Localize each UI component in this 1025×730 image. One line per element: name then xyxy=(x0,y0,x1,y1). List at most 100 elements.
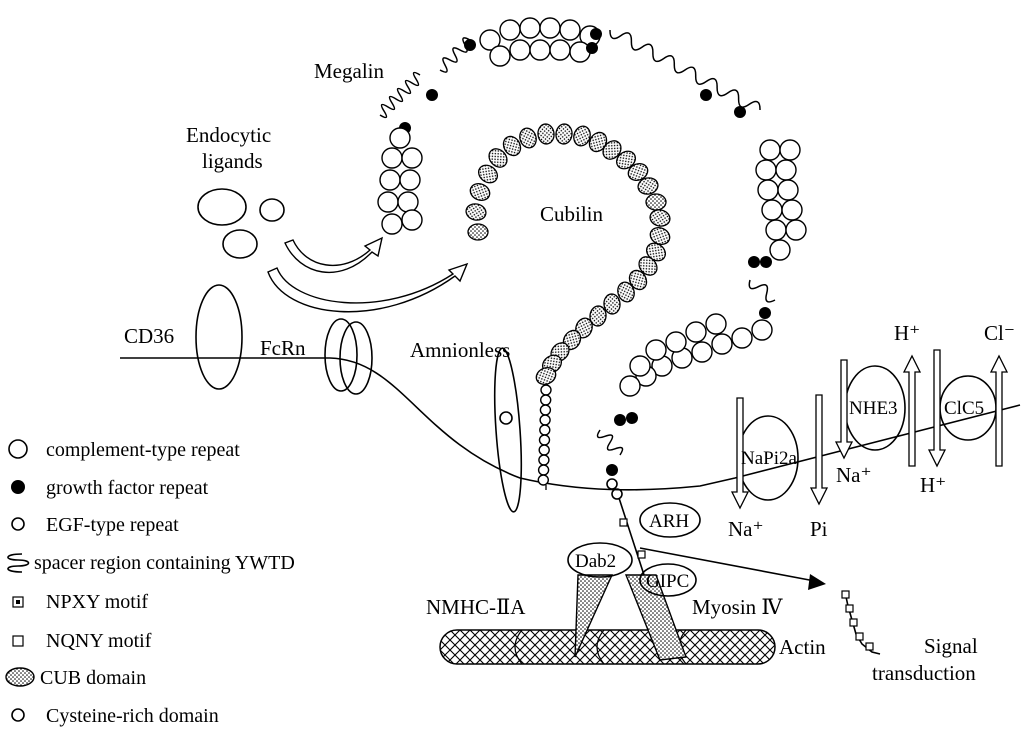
amnionless-protein xyxy=(490,347,525,512)
egf-repeat xyxy=(541,395,551,405)
complement-repeat xyxy=(770,240,790,260)
complement-repeat xyxy=(400,170,420,190)
h-plus-bottom-label: H⁺ xyxy=(920,473,946,497)
growth-factor-repeat xyxy=(760,256,772,268)
spacer-region xyxy=(749,280,775,302)
cub-domain xyxy=(555,123,573,145)
signal-label-1: Signal xyxy=(924,634,978,658)
signal-label-2: transduction xyxy=(872,661,976,685)
egf-repeat xyxy=(540,435,550,445)
growth-factor-repeat xyxy=(614,414,626,426)
legend-cysteine-symbol xyxy=(12,709,24,721)
legend-nqny-symbol xyxy=(13,636,23,646)
complement-repeat xyxy=(630,356,650,376)
plasma-membrane xyxy=(120,358,1020,490)
complement-repeat xyxy=(762,200,782,220)
legend-egf-symbol xyxy=(12,518,24,530)
legend-egf-text: EGF-type repeat xyxy=(46,514,179,536)
growth-factor-repeat xyxy=(700,89,712,101)
growth-factor-repeat xyxy=(759,307,771,319)
myosin-label: Myosin Ⅳ xyxy=(692,595,783,619)
legend-growth-factor-text: growth factor repeat xyxy=(46,477,209,499)
complement-repeat xyxy=(666,332,686,352)
pi-label: Pi xyxy=(810,517,828,541)
complement-repeat xyxy=(510,40,530,60)
na-plus-right-label: Na⁺ xyxy=(836,463,872,487)
clc5-label: ClC5 xyxy=(944,398,984,419)
growth-factor-repeat xyxy=(606,464,618,476)
complement-repeat xyxy=(500,20,520,40)
cubilin-label: Cubilin xyxy=(540,202,604,226)
endocytic-ligands xyxy=(198,189,284,258)
endocytic-ligands-label-1: Endocytic xyxy=(186,123,271,147)
complement-repeat xyxy=(712,334,732,354)
complement-repeat xyxy=(378,192,398,212)
cub-domain xyxy=(465,202,488,222)
spacer-region xyxy=(380,73,420,118)
growth-factor-repeat xyxy=(586,42,598,54)
arh-label: ARH xyxy=(649,511,689,532)
spacer-region xyxy=(597,430,622,455)
ligand-arrows xyxy=(268,238,467,312)
complement-repeat xyxy=(776,160,796,180)
egf-repeat xyxy=(540,415,550,425)
complement-repeat xyxy=(560,20,580,40)
spacer-region xyxy=(610,30,760,110)
complement-repeat xyxy=(780,140,800,160)
complement-repeat xyxy=(758,180,778,200)
egf-repeat xyxy=(540,425,550,435)
fcrn-label: FcRn xyxy=(260,336,306,360)
complement-repeat xyxy=(786,220,806,240)
legend-spacer-symbol xyxy=(8,554,29,572)
legend: complement-type repeat growth factor rep… xyxy=(6,439,295,727)
growth-factor-repeat xyxy=(734,106,746,118)
complement-repeat xyxy=(766,220,786,240)
cub-domain xyxy=(646,194,666,210)
complement-repeat xyxy=(760,140,780,160)
complement-repeat xyxy=(540,18,560,38)
legend-cub-symbol xyxy=(6,668,34,686)
legend-npxy-text: NPXY motif xyxy=(46,591,148,613)
growth-factor-repeat xyxy=(626,412,638,424)
signal-fragment xyxy=(842,591,880,654)
complement-repeat xyxy=(686,322,706,342)
cd36-label: CD36 xyxy=(124,324,174,348)
legend-cysteine-text: Cysteine-rich domain xyxy=(46,705,219,727)
complement-repeat xyxy=(732,328,752,348)
legend-growth-factor-symbol xyxy=(11,480,25,494)
megalin-label: Megalin xyxy=(314,59,384,83)
actin-filament xyxy=(440,630,775,664)
complement-repeat xyxy=(402,210,422,230)
cubilin-stalk xyxy=(538,385,551,490)
nmhc-label: NMHC-ⅡA xyxy=(426,595,526,619)
egf-repeat xyxy=(538,475,548,485)
egf-repeat xyxy=(539,455,549,465)
napi2a-label: NaPi2a xyxy=(741,448,798,469)
amnionless-label: Amnionless xyxy=(410,338,510,362)
complement-repeat xyxy=(490,46,510,66)
complement-repeat xyxy=(380,170,400,190)
egf-repeat xyxy=(539,465,549,475)
egf-repeat xyxy=(540,405,550,415)
complement-repeat xyxy=(382,148,402,168)
complement-repeat xyxy=(382,214,402,234)
h-plus-top-label: H⁺ xyxy=(894,321,920,345)
complement-repeat xyxy=(692,342,712,362)
legend-cub-text: CUB domain xyxy=(40,667,146,689)
cub-domain xyxy=(649,208,672,228)
complement-repeat xyxy=(646,340,666,360)
complement-repeat xyxy=(530,40,550,60)
complement-repeat xyxy=(550,40,570,60)
egf-repeat xyxy=(539,445,549,455)
nhe3-label: NHE3 xyxy=(849,398,898,419)
complement-repeat xyxy=(752,320,772,340)
endocytic-ligands-label-2: ligands xyxy=(202,149,263,173)
complement-repeat xyxy=(520,18,540,38)
cd36-receptor xyxy=(196,285,242,389)
growth-factor-repeat xyxy=(590,28,602,40)
complement-repeat xyxy=(706,314,726,334)
legend-complement-symbol xyxy=(9,440,27,458)
growth-factor-repeat xyxy=(748,256,760,268)
complement-repeat xyxy=(620,376,640,396)
